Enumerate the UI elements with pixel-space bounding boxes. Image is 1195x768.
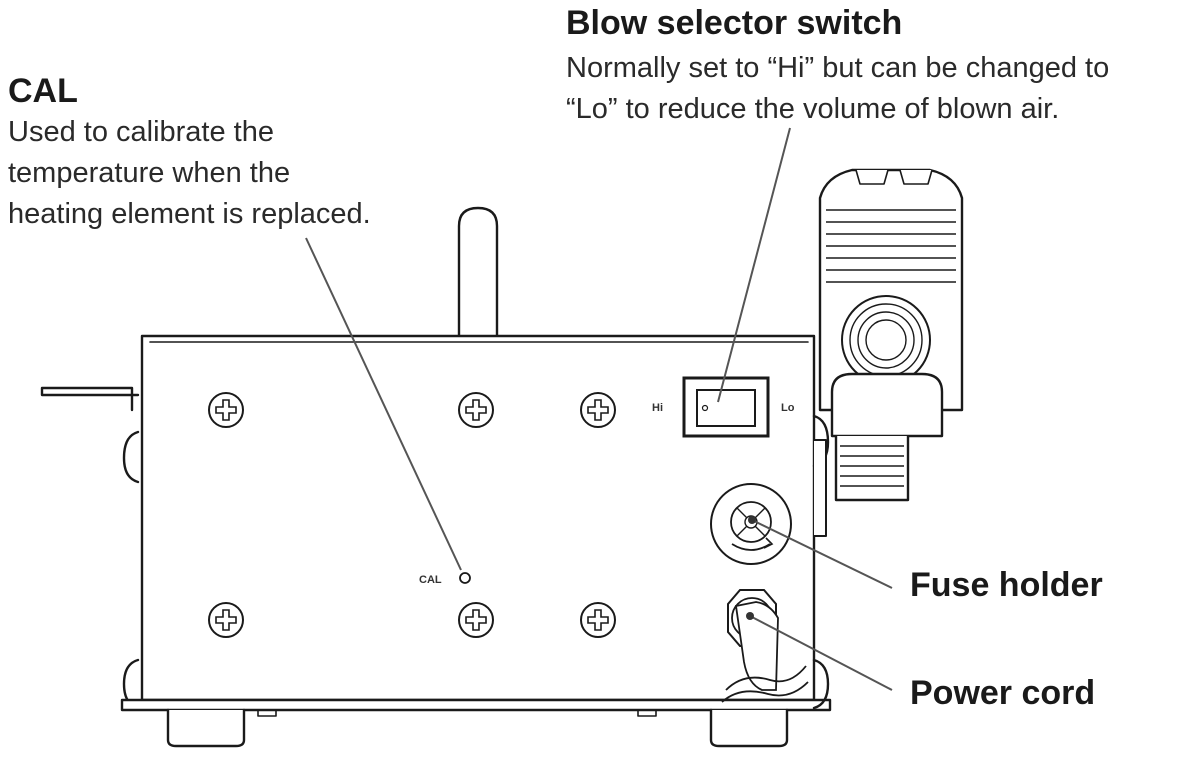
cal-panel-label: CAL <box>419 574 442 586</box>
fuse-holder-icon <box>710 483 792 565</box>
handpiece <box>814 168 964 537</box>
bracket-plate <box>40 386 140 412</box>
right-knob-lower <box>812 658 830 710</box>
screw-icon <box>208 602 244 638</box>
cal-callout-title: CAL <box>8 72 78 110</box>
bottom-plate <box>120 698 832 712</box>
left-knob-upper <box>122 430 140 484</box>
cal-desc-line: Used to calibrate the <box>8 116 274 148</box>
screw-icon <box>208 392 244 428</box>
foot-tab-right <box>637 709 657 717</box>
power-callout-title: Power cord <box>910 674 1096 712</box>
blow-desc-line: “Lo” to reduce the volume of blown air. <box>566 93 1060 125</box>
screw-icon <box>580 602 616 638</box>
foot-left <box>166 708 246 748</box>
cal-desc-line: temperature when the <box>8 157 291 189</box>
screw-icon <box>580 392 616 428</box>
foot-right <box>709 708 789 748</box>
cal-desc-line: heating element is replaced. <box>8 198 371 230</box>
fuse-leader-dot <box>748 516 756 524</box>
blow-callout-description: Normally set to “Hi” but can be changed … <box>566 48 1109 130</box>
cal-hole-icon <box>459 572 471 584</box>
leader-lines <box>305 127 893 691</box>
lo-label: Lo <box>781 402 795 414</box>
screw-icon <box>458 602 494 638</box>
screw-icon <box>458 392 494 428</box>
blow-callout-title: Blow selector switch <box>566 4 903 42</box>
screw-icon-group <box>208 392 616 638</box>
fuse-callout-title: Fuse holder <box>910 566 1103 604</box>
power-leader-dot <box>746 612 754 620</box>
blow-desc-line: Normally set to “Hi” but can be changed … <box>566 52 1110 84</box>
foot-tab-left <box>257 709 277 717</box>
cal-callout-description: Used to calibrate the temperature when t… <box>8 112 371 235</box>
rocker-switch-icon <box>682 376 770 438</box>
hi-label: Hi <box>652 402 663 414</box>
pipe-outline <box>457 206 499 338</box>
